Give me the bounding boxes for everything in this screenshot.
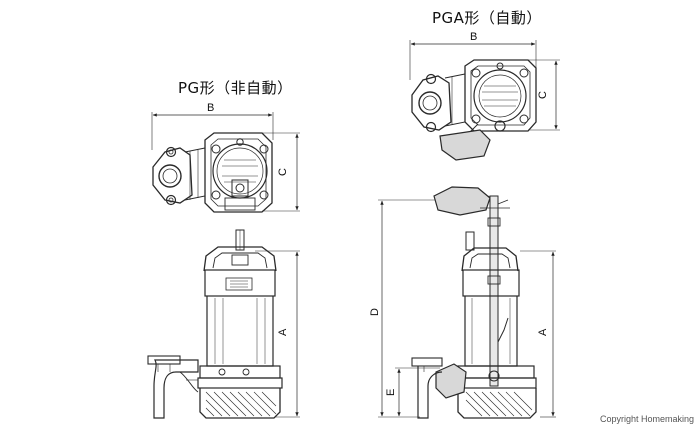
pga-top-view (409, 40, 560, 161)
pga-side-view (378, 186, 556, 419)
pga-dim-c: C (537, 91, 549, 99)
pga-dim-a: A (537, 328, 549, 336)
pga-dim-d: D (369, 308, 381, 316)
pga-title: PGA形（自動） (432, 9, 542, 27)
pg-dim-b: B (207, 102, 214, 114)
copyright-text: Copyright Homemaking (599, 414, 694, 424)
pg-dim-a: A (277, 328, 289, 336)
pg-title: PG形（非自動） (178, 79, 293, 97)
pg-side-view (147, 229, 300, 419)
pg-dim-c: C (277, 168, 289, 176)
pga-dim-b: B (470, 31, 477, 43)
pg-top-view (151, 112, 300, 213)
pga-dim-e: E (385, 389, 397, 396)
